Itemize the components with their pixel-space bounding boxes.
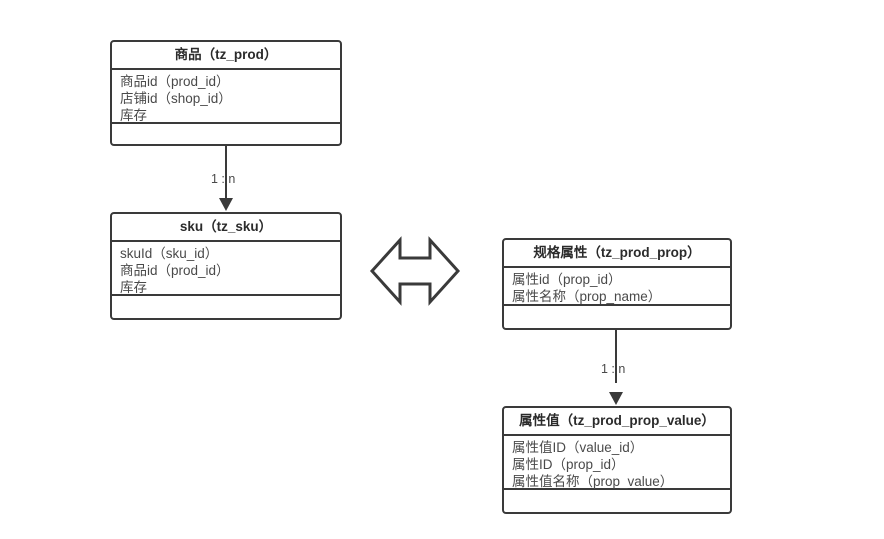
entity-fields-tz-prod-prop: 属性id（prop_id） 属性名称（prop_name） (504, 268, 730, 306)
entity-title-tz-prod: 商品（tz_prod） (112, 42, 340, 70)
entity-fields-tz-prod-prop-value: 属性值ID（value_id） 属性ID（prop_id） 属性值名称（prop… (504, 436, 730, 490)
entity-tz-sku[interactable]: sku（tz_sku） skuId（sku_id） 商品id（prod_id） … (110, 212, 342, 320)
connector-arrowhead (609, 392, 623, 405)
field-row: 商品id（prod_id） (120, 263, 230, 278)
connector-label-prod-to-sku: 1 : n (211, 172, 236, 186)
connector-label-prop-to-prop-value: 1 : n (601, 362, 626, 376)
entity-tz-prod-prop-value[interactable]: 属性值（tz_prod_prop_value） 属性值ID（value_id） … (502, 406, 732, 514)
entity-title-tz-prod-prop-value: 属性值（tz_prod_prop_value） (504, 408, 730, 436)
entity-fields-tz-sku: skuId（sku_id） 商品id（prod_id） 库存 (112, 242, 340, 296)
connector-line (225, 146, 227, 199)
entity-fields-tz-prod: 商品id（prod_id） 店铺id（shop_id） 库存 (112, 70, 340, 124)
field-row: 属性值名称（prop_value） (512, 474, 674, 489)
field-row: 属性名称（prop_name） (512, 289, 662, 304)
bidirectional-arrow-icon (369, 236, 461, 306)
field-row: 库存 (120, 108, 147, 123)
entity-tz-prod[interactable]: 商品（tz_prod） 商品id（prod_id） 店铺id（shop_id） … (110, 40, 342, 146)
connector-line (615, 330, 617, 383)
connector-arrowhead (219, 198, 233, 211)
field-row: 商品id（prod_id） (120, 74, 230, 89)
entity-title-tz-sku: sku（tz_sku） (112, 214, 340, 242)
field-row: 属性ID（prop_id） (512, 457, 625, 472)
field-row: 店铺id（shop_id） (120, 91, 232, 106)
field-row: 库存 (120, 280, 147, 295)
entity-title-tz-prod-prop: 规格属性（tz_prod_prop） (504, 240, 730, 268)
field-row: skuId（sku_id） (120, 246, 219, 261)
entity-footer-tz-prod-prop-value (504, 490, 730, 512)
entity-tz-prod-prop[interactable]: 规格属性（tz_prod_prop） 属性id（prop_id） 属性名称（pr… (502, 238, 732, 330)
field-row: 属性值ID（value_id） (512, 440, 644, 455)
field-row: 属性id（prop_id） (512, 272, 622, 287)
